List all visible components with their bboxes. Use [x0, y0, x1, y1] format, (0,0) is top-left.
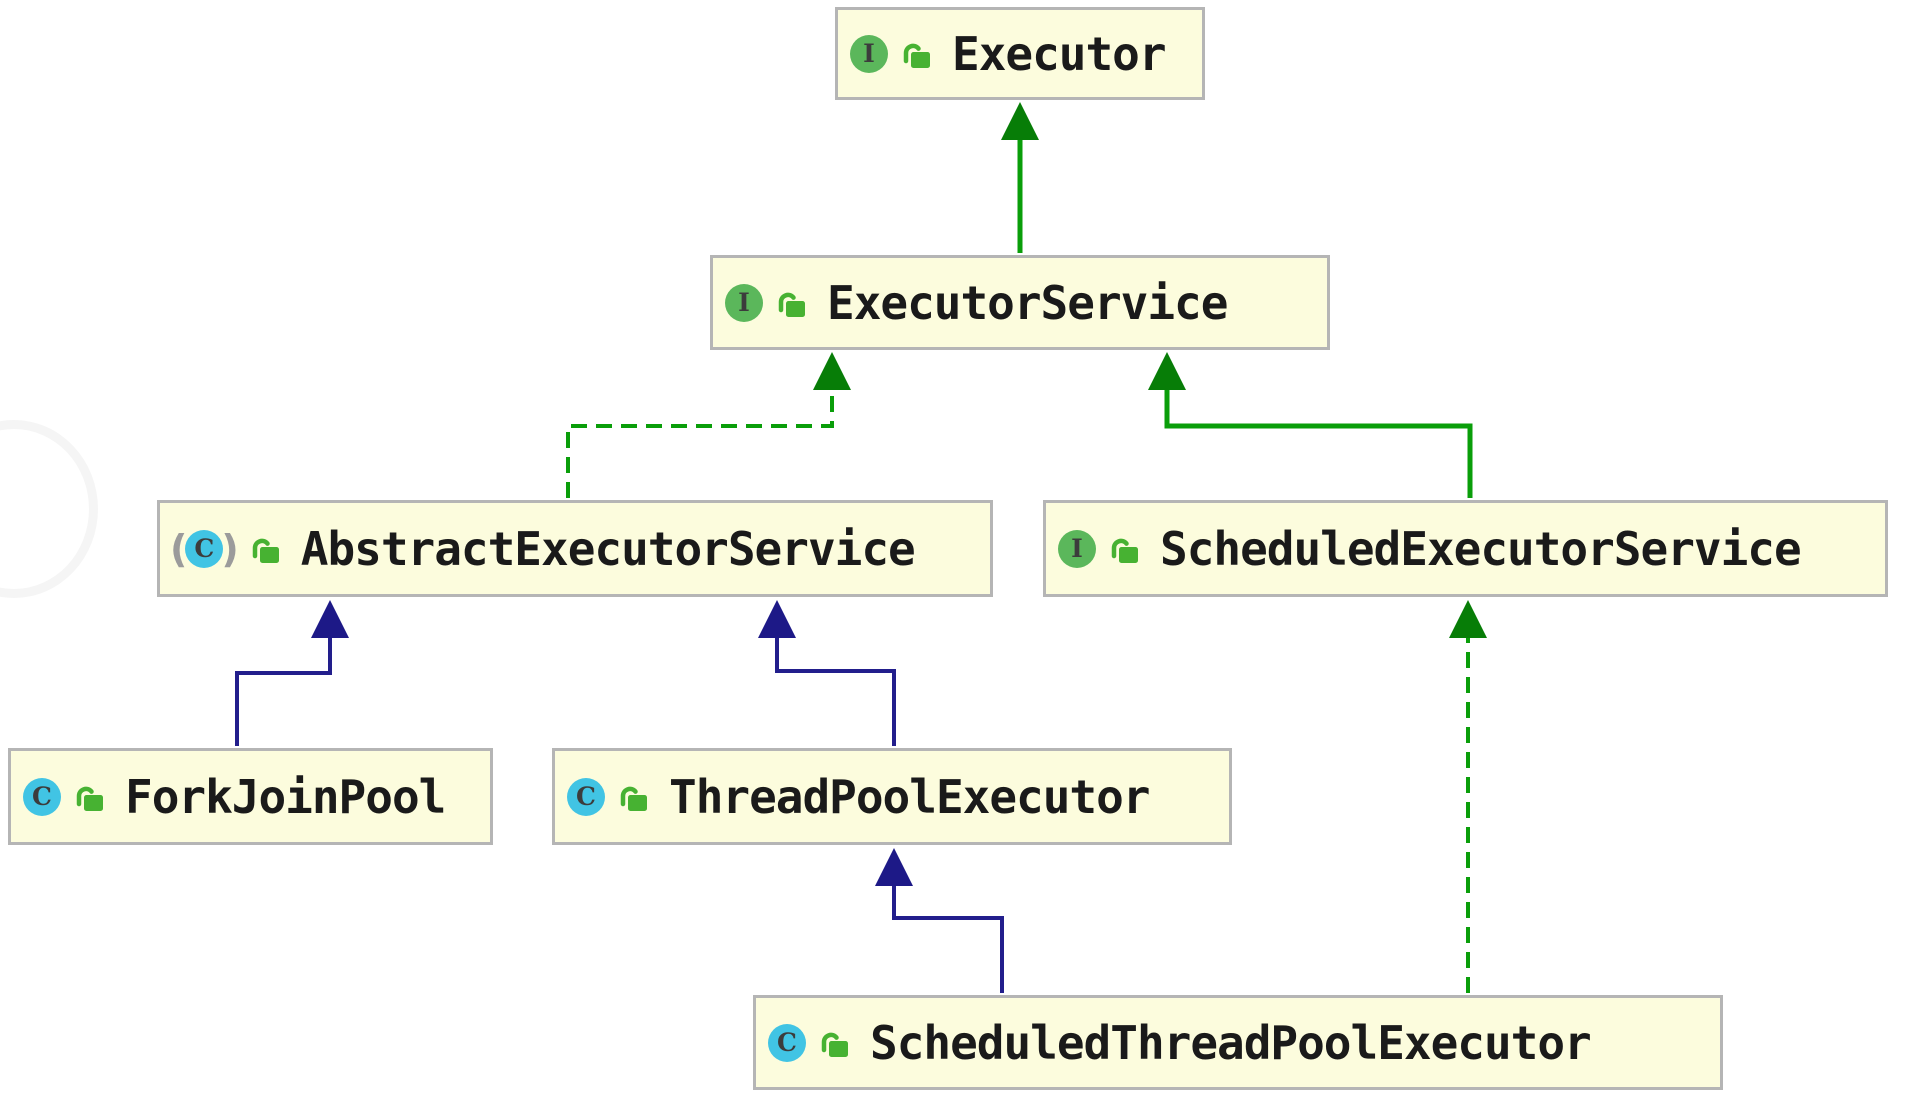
class-icon: C	[768, 1023, 806, 1062]
interface-icon: I	[1058, 529, 1096, 568]
interface-icon-letter: I	[738, 288, 750, 317]
node-label: ForkJoinPool	[125, 769, 446, 824]
node-thread-pool-executor[interactable]: C ThreadPoolExecutor	[552, 748, 1232, 845]
edge-scheduledthreadpoolexecutor-extends-threadpoolexecutor	[875, 848, 1004, 993]
faint-arc-watermark	[0, 420, 98, 598]
class-icon-letter: C	[32, 782, 52, 811]
public-open-lock-icon	[617, 781, 649, 813]
class-icon-letter: C	[777, 1028, 797, 1057]
node-label: Executor	[952, 26, 1167, 81]
public-open-lock-icon	[818, 1027, 850, 1059]
node-executor[interactable]: I Executor	[835, 7, 1205, 100]
abstract-paren: (	[170, 526, 188, 571]
class-icon-letter: C	[576, 782, 596, 811]
class-icon: C	[567, 777, 605, 816]
interface-icon: I	[850, 34, 888, 73]
node-scheduled-thread-pool-executor[interactable]: C ScheduledThreadPoolExecutor	[753, 995, 1723, 1090]
node-label: ExecutorService	[827, 275, 1228, 330]
edge-scheduledexecutorservice-extends-executorservice	[1148, 352, 1473, 498]
node-label: ScheduledThreadPoolExecutor	[870, 1015, 1592, 1070]
interface-icon-letter: I	[1071, 534, 1083, 563]
node-scheduled-executor-service[interactable]: I ScheduledExecutorService	[1043, 500, 1888, 597]
interface-icon-letter: I	[863, 39, 875, 68]
edge-executorservice-extends-executor	[1001, 102, 1039, 253]
node-abstract-executor-service[interactable]: ( C ) AbstractExecutorService	[157, 500, 993, 597]
interface-icon: I	[725, 283, 763, 322]
edge-threadpoolexecutor-extends-abstractexecutorservice	[758, 600, 896, 746]
edge-forkjoinpool-extends-abstractexecutorservice	[235, 600, 349, 746]
public-open-lock-icon	[249, 533, 281, 565]
node-label: ScheduledExecutorService	[1160, 521, 1802, 576]
class-icon: C	[23, 777, 61, 816]
edge-scheduledthreadpoolexecutor-implements-scheduledexecutorservice	[1449, 600, 1487, 993]
public-open-lock-icon	[1108, 533, 1140, 565]
abstract-class-icon: ( C )	[170, 526, 239, 571]
public-open-lock-icon	[775, 287, 807, 319]
public-open-lock-icon	[900, 38, 932, 70]
abstract-paren: )	[221, 526, 239, 571]
node-fork-join-pool[interactable]: C ForkJoinPool	[8, 748, 493, 845]
node-label: AbstractExecutorService	[300, 521, 916, 576]
class-icon-letter: C	[194, 534, 215, 563]
node-label: ThreadPoolExecutor	[669, 769, 1150, 824]
edge-abstractexecutorservice-implements-executorservice	[566, 352, 851, 498]
node-executor-service[interactable]: I ExecutorService	[710, 255, 1330, 350]
public-open-lock-icon	[73, 781, 105, 813]
